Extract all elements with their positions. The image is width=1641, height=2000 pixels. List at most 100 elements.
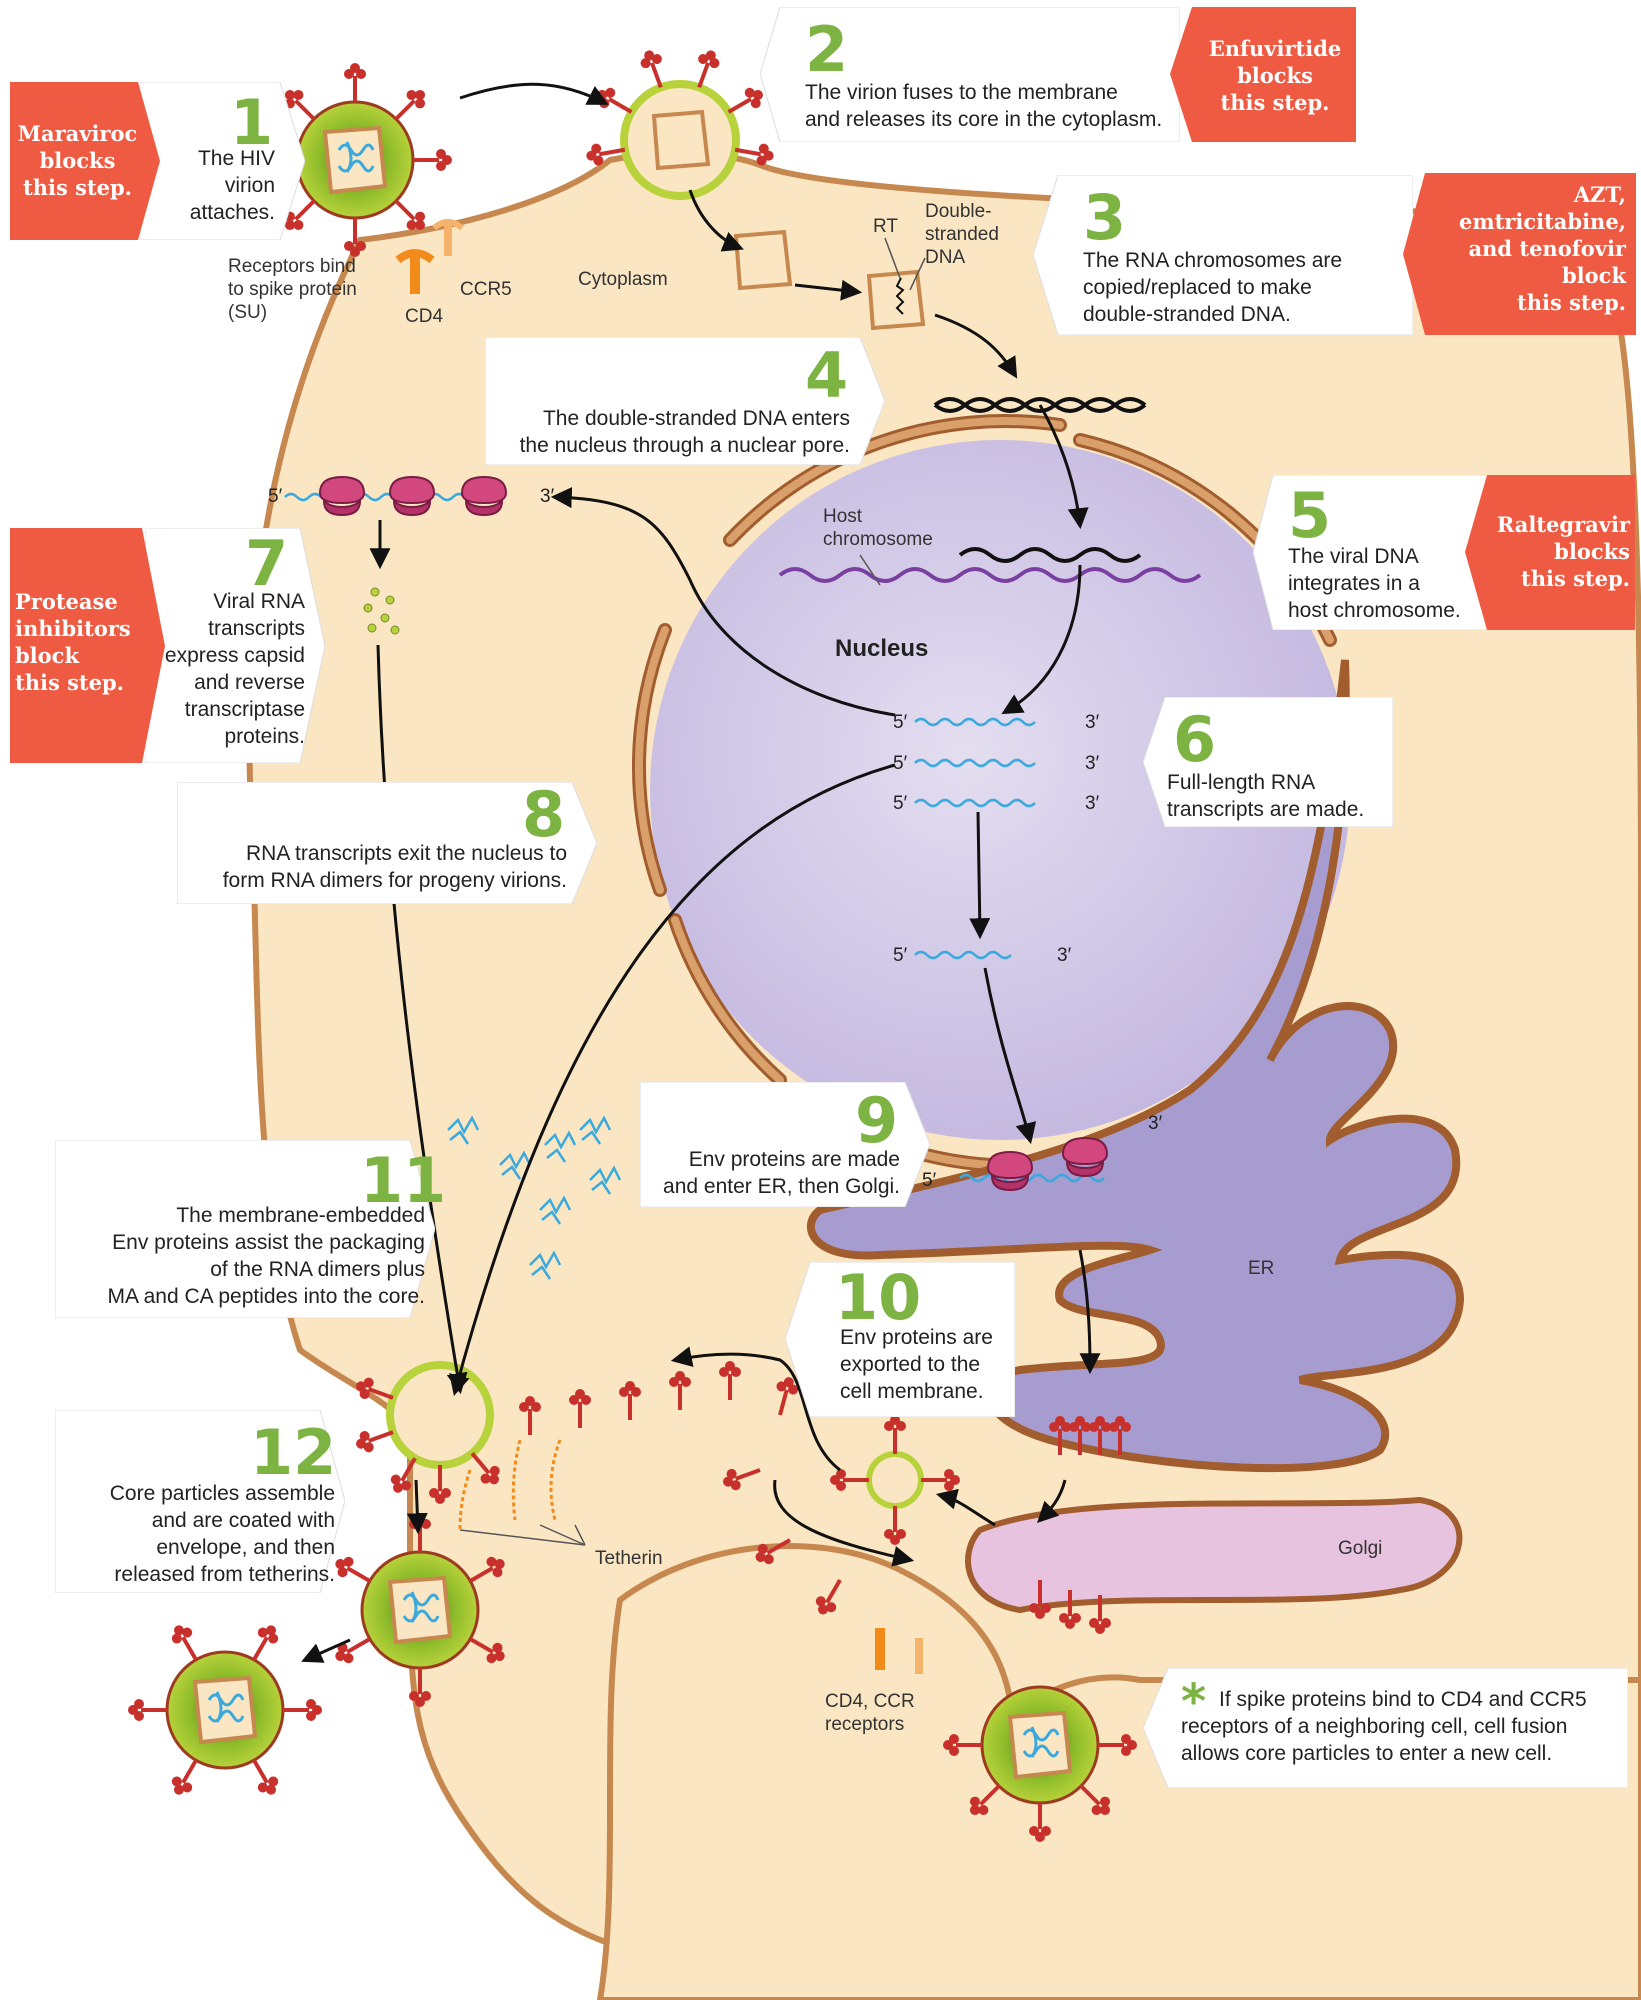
azt-text: AZT, emtricitabine, and tenofovir block … <box>1459 182 1626 315</box>
host-chromosome-strand <box>778 567 1202 583</box>
five-prime-label: 5′ <box>893 945 908 966</box>
step-7-number: 7 <box>245 527 289 600</box>
step-8-number: 8 <box>522 778 566 851</box>
step-1-number: 1 <box>230 86 274 159</box>
three-prime-label: 3′ <box>1057 945 1072 966</box>
five-prime-label: 5′ <box>268 486 283 507</box>
raltegravir-text: Raltegravir blocks this step. <box>1496 512 1630 591</box>
ribosome-3 <box>461 476 507 516</box>
step-10-callout: 10 Env proteins are exported to the cell… <box>785 1262 1015 1417</box>
step-11-callout: 11 The membrane-embedded Env proteins as… <box>55 1140 446 1318</box>
step-10-number: 10 <box>835 1261 922 1334</box>
step-9-number: 9 <box>855 1084 899 1157</box>
step-5-callout: 5 The viral DNA integrates in a host chr… <box>1253 475 1493 630</box>
golgi-label: Golgi <box>1338 1538 1383 1559</box>
step-3-callout: 3 The RNA chromosomes are copied/replace… <box>1033 175 1413 335</box>
enfuvirtide-tag: Enfuvirtide blocks this step. <box>1170 7 1356 142</box>
er-label: ER <box>1248 1258 1275 1279</box>
step-6-text: Full-length RNA transcripts are made. <box>1167 771 1365 821</box>
raltegravir-tag: Raltegravir blocks this step. <box>1465 475 1635 630</box>
step-4-callout: 4 The double-stranded DNA enters the nuc… <box>485 337 885 465</box>
nucleus <box>650 440 1350 1140</box>
cd4-ccr-label: CD4, CCR receptors <box>825 1691 915 1735</box>
five-prime-label: 5′ <box>893 753 908 774</box>
virion-released-2 <box>126 1618 324 1802</box>
star-note-callout: * If spike proteins bind to CD4 and CCR5… <box>1143 1668 1628 1788</box>
step-3-text: The RNA chromosomes are copied/replaced … <box>1083 249 1343 326</box>
star-icon: * <box>1181 1674 1207 1730</box>
golgi-apparatus <box>965 1496 1463 1614</box>
step-12-callout: 12 Core particles assemble and are coate… <box>55 1410 345 1593</box>
cd4-ccr-receptors-bottom <box>875 1628 923 1674</box>
step-7-callout: 7 Viral RNA transcripts express capsid a… <box>145 528 325 763</box>
three-prime-label: 3′ <box>1085 793 1100 814</box>
integrated-viral-dna <box>958 547 1142 563</box>
step-5-number: 5 <box>1288 479 1332 552</box>
env-vesicle <box>828 1413 962 1547</box>
nuclear-envelope <box>631 414 1337 1172</box>
tetherin-label: Tetherin <box>595 1548 663 1569</box>
maraviroc-text: Maraviroc blocks this step. <box>17 121 138 200</box>
step-2-callout: 2 The virion fuses to the membrane and r… <box>760 7 1180 142</box>
tetherins <box>458 1439 562 1531</box>
step-1-text: The HIV virion attaches. <box>189 147 275 224</box>
ribosome-2 <box>389 476 435 516</box>
dsdna-label: Double- stranded DNA <box>925 201 999 268</box>
virion-fusing <box>582 44 778 200</box>
five-prime-label: 5′ <box>922 1170 937 1191</box>
five-prime-label: 5′ <box>893 793 908 814</box>
enfuvirtide-text: Enfuvirtide blocks this step. <box>1208 36 1342 115</box>
ribosome-4 <box>987 1151 1033 1191</box>
rna-dimers <box>447 1115 622 1280</box>
rt-leader <box>884 237 901 279</box>
star-note-text: If spike proteins bind to CD4 and CCR5 r… <box>1181 1688 1587 1765</box>
three-prime-label: 3′ <box>540 486 555 507</box>
receptors-label: Receptors bind to spike protein (SU) <box>228 256 357 323</box>
step-6-callout: 6 Full-length RNA transcripts are made. <box>1143 697 1393 827</box>
endoplasmic-reticulum <box>807 659 1465 1473</box>
step-12-number: 12 <box>250 1416 337 1489</box>
step-12-text: Core particles assemble and are coated w… <box>109 1482 335 1586</box>
step-3-number: 3 <box>1083 181 1127 254</box>
cytoplasm-label: Cytoplasm <box>578 269 668 290</box>
nucleus-label: Nucleus <box>835 635 929 662</box>
ribosome-5 <box>1062 1137 1108 1177</box>
three-prime-label: 3′ <box>1085 712 1100 733</box>
step-8-callout: 8 RNA transcripts exit the nucleus to fo… <box>177 782 597 904</box>
host-chromosome-leader <box>859 554 881 586</box>
host-chromosome-label: Host chromosome <box>823 506 933 550</box>
step-10-text: Env proteins are exported to the cell me… <box>840 1326 993 1403</box>
three-prime-label: 3′ <box>1148 1113 1163 1134</box>
maraviroc-tag: Maraviroc blocks this step. <box>10 82 160 240</box>
step-7-text: Viral RNA transcripts express capsid and… <box>164 590 305 748</box>
protease-tag: Protease inhibitors block this step. <box>10 528 165 763</box>
step-5-text: The viral DNA integrates in a host chrom… <box>1288 545 1461 622</box>
double-stranded-dna <box>933 397 1147 413</box>
dsdna-leader <box>909 257 926 291</box>
rt-label: RT <box>873 216 898 237</box>
cd4-receptor <box>395 249 435 294</box>
ccr5-receptor <box>432 219 464 256</box>
tetherin-leaders <box>459 1524 586 1546</box>
step-9-text: Env proteins are made and enter ER, then… <box>663 1148 900 1198</box>
step-2-text: The virion fuses to the membrane and rel… <box>805 81 1163 131</box>
azt-tag: AZT, emtricitabine, and tenofovir block … <box>1403 173 1636 335</box>
step-4-text: The double-stranded DNA enters the nucle… <box>519 407 850 457</box>
step-11-text: The membrane-embedded Env proteins assis… <box>107 1204 425 1308</box>
step-6-number: 6 <box>1173 703 1217 776</box>
cd4-label: CD4 <box>405 306 444 327</box>
step-1-callout: 1 The HIV virion attaches. <box>140 82 305 240</box>
five-prime-label: 5′ <box>893 712 908 733</box>
capsid-protein-dots <box>363 587 400 635</box>
protease-text: Protease inhibitors block this step. <box>15 589 131 695</box>
flow-arrows <box>301 82 1101 1663</box>
ribosome-1 <box>319 476 365 516</box>
virion-released-core <box>733 229 793 291</box>
ccr5-label: CCR5 <box>460 279 512 300</box>
core-with-rt <box>866 269 926 331</box>
step-11-number: 11 <box>360 1144 447 1217</box>
step-2-number: 2 <box>805 13 849 86</box>
step-4-number: 4 <box>805 339 849 412</box>
step-8-text: RNA transcripts exit the nucleus to form… <box>222 842 567 892</box>
three-prime-label: 3′ <box>1085 753 1100 774</box>
